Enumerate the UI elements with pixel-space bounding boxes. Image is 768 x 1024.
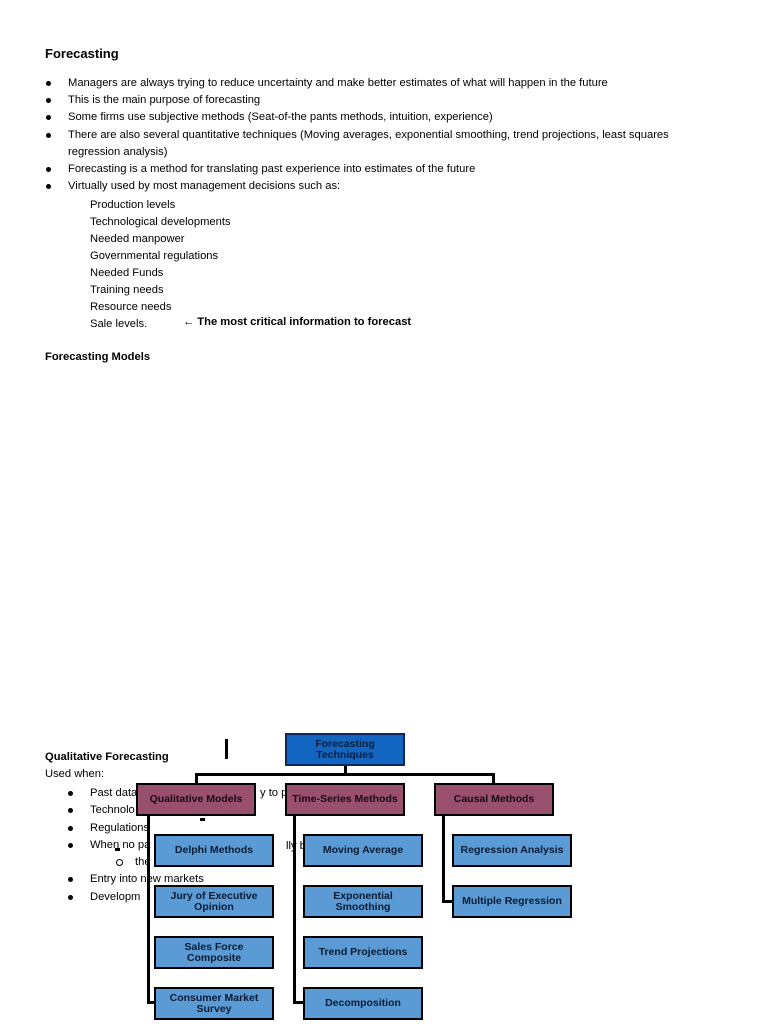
bullet-icon	[68, 825, 73, 831]
stray-mark	[200, 818, 205, 821]
bullet-icon	[46, 167, 51, 173]
stray-mark	[115, 848, 120, 851]
bullet-icon	[46, 81, 51, 86]
used-when-label: Used when:	[45, 768, 105, 780]
list-item: Some firms use subjective methods (Seat-…	[45, 109, 725, 126]
list-subitem: the	[67, 854, 204, 871]
bullet-icon	[68, 808, 73, 814]
text-fragment: y to pr	[260, 787, 292, 799]
connector-line	[492, 773, 495, 785]
bullet-icon	[68, 842, 73, 848]
list-item: Technolo	[67, 802, 204, 819]
leaf-node: Decomposition	[303, 987, 423, 1020]
bullet-icon	[68, 791, 73, 796]
decision-list: Production levels Technological developm…	[90, 197, 231, 333]
bullet-icon	[46, 115, 51, 121]
leaf-node: Multiple Regression	[452, 885, 572, 918]
leaf-node: Trend Projections	[303, 936, 423, 969]
list-item: This is the main purpose of forecasting	[45, 92, 725, 109]
intro-bullet-list: Managers are always trying to reduce unc…	[45, 75, 725, 195]
list-item: Regulations	[67, 820, 204, 837]
critical-note: ← The most critical information to forec…	[183, 316, 412, 328]
stray-mark	[225, 739, 228, 759]
leaf-node: Regression Analysis	[452, 834, 572, 867]
models-heading: Forecasting Models	[45, 351, 151, 363]
category-node-causal: Causal Methods	[434, 783, 554, 816]
list-item: Technological developments	[90, 216, 231, 228]
connector-line	[293, 815, 296, 1004]
connector-line	[147, 1001, 155, 1004]
connector-line	[293, 1001, 303, 1004]
list-item: When no pa	[67, 837, 204, 854]
list-item: Sale levels.	[90, 318, 148, 330]
leaf-node: Exponential Smoothing	[303, 885, 423, 918]
list-item: Virtually used by most management decisi…	[45, 178, 725, 195]
list-item: Forecasting is a method for translating …	[45, 161, 725, 178]
category-node-time-series: Time-Series Methods	[285, 783, 405, 816]
bullet-icon	[68, 894, 73, 900]
page-title: Forecasting	[45, 46, 119, 61]
category-node-qualitative: Qualitative Models	[136, 783, 256, 816]
connector-line	[442, 815, 445, 903]
list-item: Needed Funds	[90, 267, 164, 279]
list-item: Needed manpower	[90, 233, 185, 245]
leaf-node: Delphi Methods	[154, 834, 274, 867]
bullet-icon	[46, 98, 51, 104]
list-item: Developm	[67, 889, 204, 906]
bullet-icon	[68, 877, 73, 883]
connector-line	[195, 773, 198, 785]
list-item: Past data	[67, 785, 204, 802]
bullet-icon	[46, 184, 51, 190]
list-item: Training needs	[90, 284, 164, 296]
qualitative-list: Past data Technolo Regulations When no p…	[67, 785, 204, 906]
bullet-icon	[46, 132, 51, 138]
list-item: There are also several quantitative tech…	[45, 127, 725, 144]
leaf-node: Sales Force Composite	[154, 936, 274, 969]
connector-line	[344, 765, 347, 775]
leaf-node: Consumer Market Survey	[154, 987, 274, 1020]
circle-bullet-icon	[116, 859, 123, 867]
leaf-node: Moving Average	[303, 834, 423, 867]
connector-line	[147, 815, 150, 1004]
list-item: Governmental regulations	[90, 250, 219, 262]
qualitative-heading: Qualitative Forecasting	[45, 751, 169, 763]
list-item: Managers are always trying to reduce unc…	[45, 75, 725, 92]
list-item-continuation: regression analysis)	[68, 145, 168, 158]
list-item: Production levels	[90, 199, 176, 211]
list-item: Resource needs	[90, 301, 172, 313]
connector-line	[442, 900, 453, 903]
list-item: Entry into new markets	[67, 871, 204, 888]
root-node: Forecasting Techniques	[285, 733, 405, 766]
leaf-node: Jury of Executive Opinion	[154, 885, 274, 918]
